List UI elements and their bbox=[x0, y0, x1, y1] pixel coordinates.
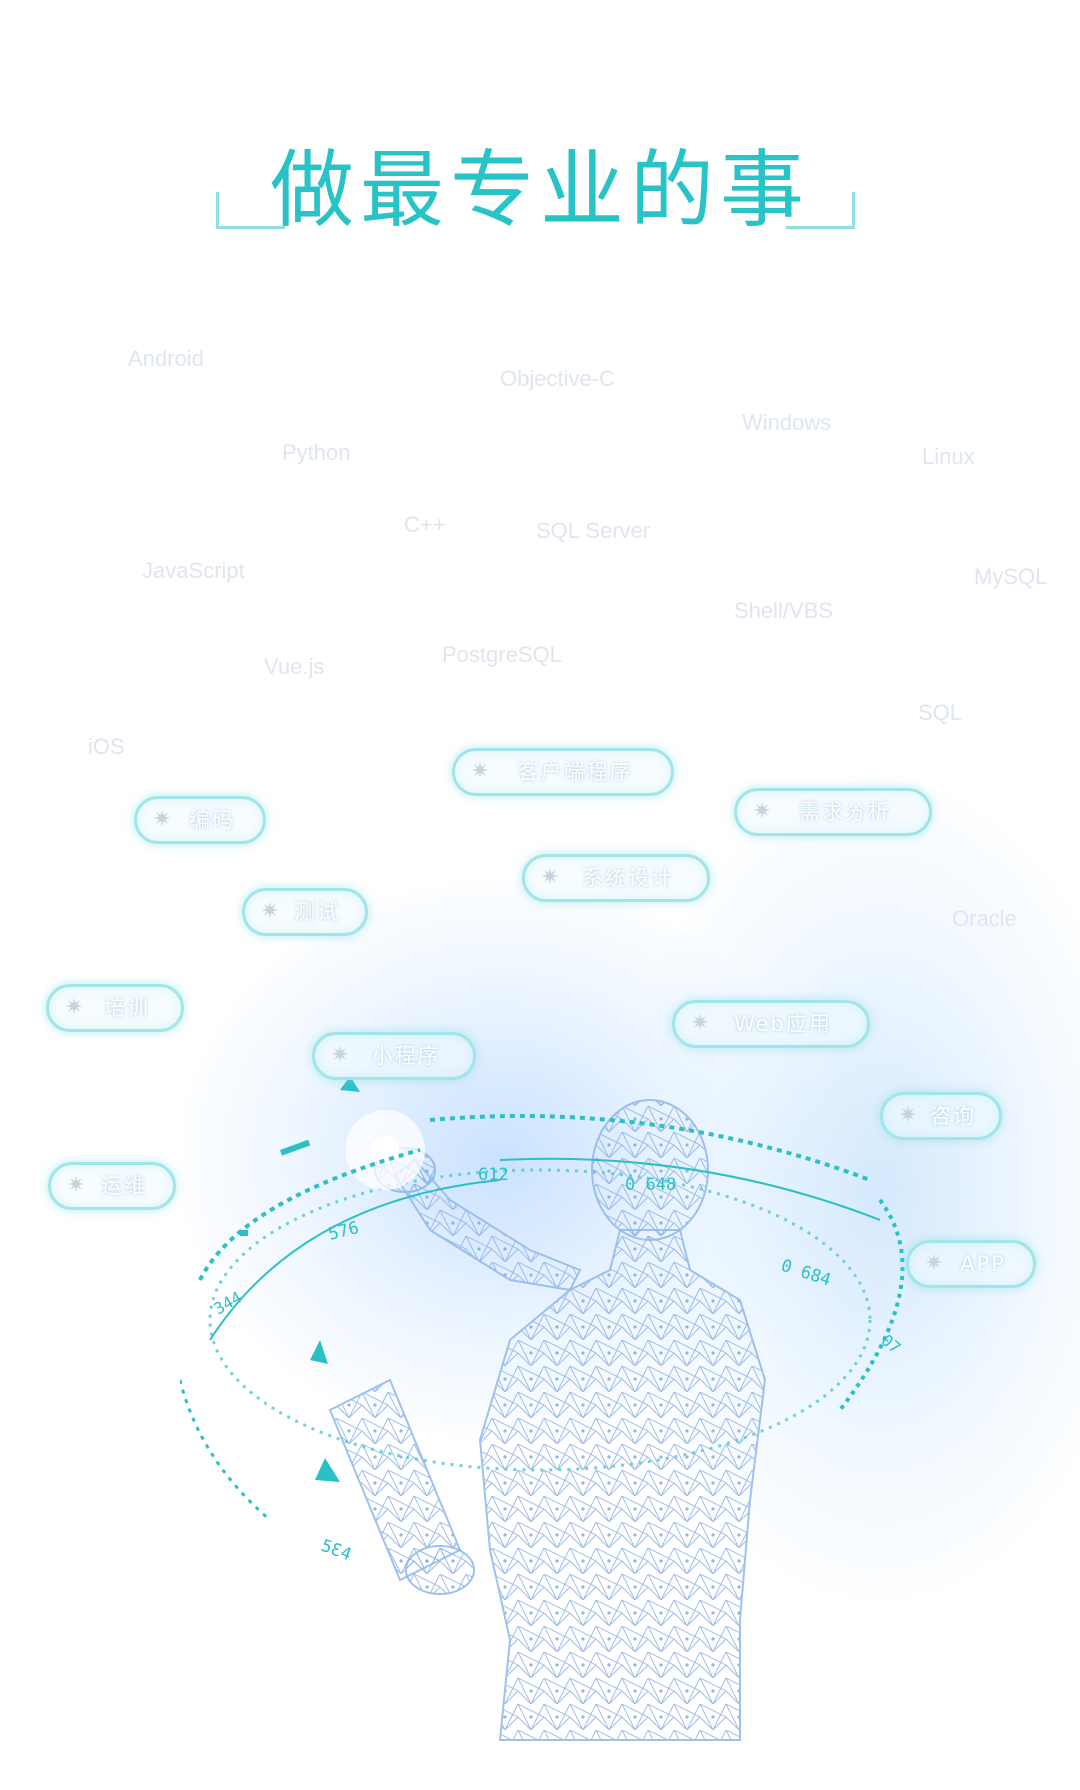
tech-word: MySQL bbox=[974, 564, 1048, 589]
sparkle-icon: ✷ bbox=[924, 1251, 944, 1276]
ring-number: 576 bbox=[326, 1218, 361, 1245]
service-pill[interactable]: ✷ 培训 bbox=[46, 984, 184, 1032]
service-pill-label: 系统设计 bbox=[582, 866, 674, 890]
sparkle-icon: ✷ bbox=[540, 865, 560, 890]
service-pill-label: 需求分析 bbox=[799, 800, 891, 824]
service-pill-label: 小程序 bbox=[371, 1044, 441, 1068]
service-pill-label: 培训 bbox=[104, 996, 150, 1020]
service-pill-label: 运维 bbox=[101, 1174, 147, 1198]
tech-word: Android bbox=[128, 346, 204, 371]
service-pill[interactable]: ✷ 运维 bbox=[48, 1162, 176, 1210]
ring-front-left bbox=[198, 1148, 421, 1281]
tech-word: SQL bbox=[918, 700, 963, 725]
ring-number: 0 648 bbox=[625, 1175, 676, 1195]
service-pill-label: 测试 bbox=[294, 900, 340, 924]
ring-number: 612 bbox=[478, 1165, 509, 1185]
service-pill-label: 编码 bbox=[189, 808, 235, 832]
title-bracket-right bbox=[786, 192, 855, 229]
sparkle-icon: ✷ bbox=[690, 1011, 710, 1036]
tech-word: iOS bbox=[88, 734, 125, 759]
ring-number: 344 bbox=[211, 1288, 246, 1319]
service-pill[interactable]: ✷ 编码 bbox=[134, 796, 266, 844]
service-pill[interactable]: ✷ 需求分析 bbox=[734, 788, 932, 836]
sparkle-icon: ✷ bbox=[66, 1173, 86, 1198]
tech-word: Vue.js bbox=[264, 654, 325, 679]
ring-back bbox=[208, 1168, 872, 1472]
sparkle-icon: ✷ bbox=[330, 1043, 350, 1068]
ring-inner-left bbox=[209, 1179, 501, 1341]
ring-front-bottom-left bbox=[180, 1379, 271, 1522]
tech-word: Windows bbox=[742, 410, 832, 435]
service-pill-label: 咨询 bbox=[930, 1104, 976, 1128]
ring-number: 07 bbox=[877, 1331, 904, 1358]
ring-inner-top bbox=[499, 1157, 881, 1221]
tech-word: SQL Server bbox=[536, 518, 651, 543]
ring-number: 0 684 bbox=[778, 1256, 833, 1291]
sparkle-icon: ✷ bbox=[752, 799, 772, 824]
ring-number: 5Ɛ4 bbox=[318, 1536, 354, 1565]
page-title: 做最专业的事 bbox=[269, 141, 810, 239]
tech-word: Oracle bbox=[952, 906, 1017, 931]
service-pill[interactable]: ✷ 客户端程序 bbox=[452, 748, 674, 796]
sparkle-icon: ✷ bbox=[260, 899, 280, 924]
tech-word: Shell/VBS bbox=[734, 598, 834, 623]
tech-word: C++ bbox=[404, 512, 446, 537]
sparkle-icon: ✷ bbox=[470, 759, 490, 784]
sparkle-icon: ✷ bbox=[64, 995, 84, 1020]
service-pill[interactable]: ✷ Web应用 bbox=[672, 1000, 870, 1048]
ring-front-top bbox=[429, 1114, 871, 1182]
hologram-figure-illustration: 612 0 648 576 0 684 344 07 5Ɛ4 bbox=[180, 1080, 905, 1741]
service-pill[interactable]: ✷ 测试 bbox=[242, 888, 368, 936]
tech-word: JavaScript bbox=[142, 558, 245, 583]
service-pill-label: Web应用 bbox=[734, 1012, 832, 1036]
tech-word: PostgreSQL bbox=[442, 642, 562, 667]
tech-word: Objective-C bbox=[500, 366, 615, 391]
service-pill[interactable]: ✷ 系统设计 bbox=[522, 854, 710, 902]
service-pill-label: APP bbox=[960, 1252, 1006, 1276]
title-block: 做最专业的事 bbox=[0, 140, 1080, 240]
service-pill-label: 客户端程序 bbox=[517, 760, 633, 784]
ring-front-right bbox=[838, 1198, 905, 1412]
service-pill[interactable]: ✷ APP bbox=[906, 1240, 1036, 1288]
tech-word: Python bbox=[282, 440, 351, 465]
service-pill[interactable]: ✷ 小程序 bbox=[312, 1032, 476, 1080]
sparkle-icon: ✷ bbox=[898, 1103, 918, 1128]
tech-word: Linux bbox=[922, 444, 975, 469]
title-bracket-left bbox=[216, 192, 285, 229]
sparkle-icon: ✷ bbox=[152, 807, 172, 832]
figure-body bbox=[328, 1099, 767, 1741]
service-pill[interactable]: ✷ 咨询 bbox=[880, 1092, 1002, 1140]
